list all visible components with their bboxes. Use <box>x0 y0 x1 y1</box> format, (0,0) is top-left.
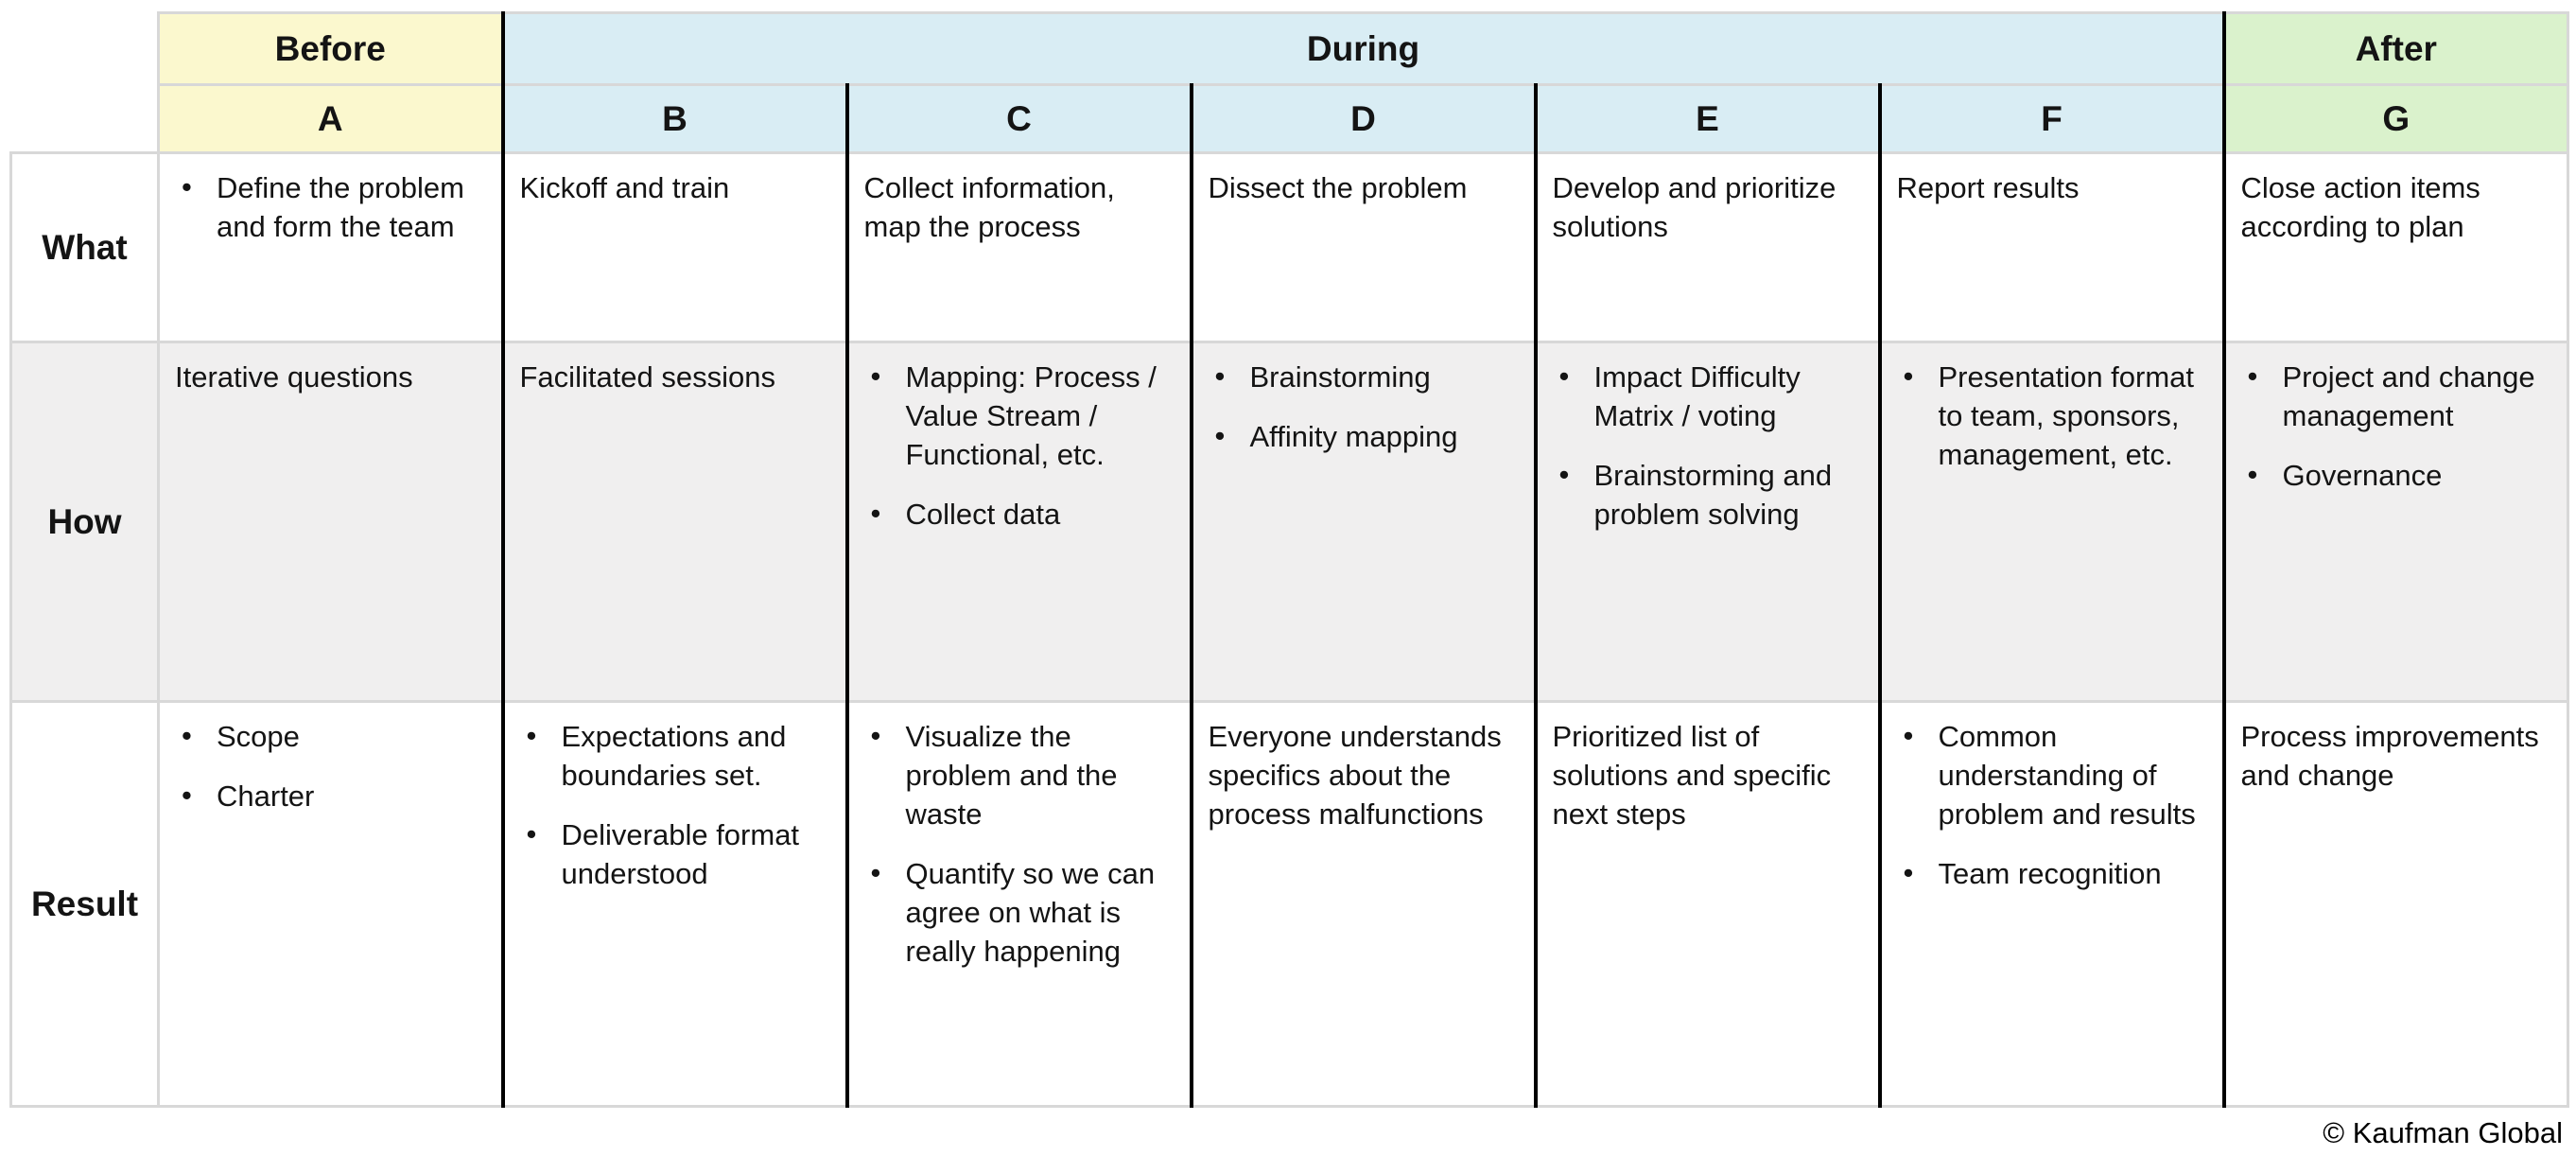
text-item: Prioritized list of solutions and specif… <box>1552 720 1832 831</box>
cell-result-b: Expectations and boundaries set. Delivera… <box>500 700 847 1108</box>
column-header-g: G <box>2221 83 2569 154</box>
copyright-text: © Kaufman Global <box>2323 1116 2563 1149</box>
cell-how-b: Facilitated sessions <box>500 341 847 703</box>
cell-what-f: Report results <box>1877 151 2224 343</box>
bullet-item: Expectations and boundaries set. <box>520 717 828 796</box>
cell-result-g: Process improvements and change <box>2221 700 2569 1108</box>
row-label-how: How <box>9 341 160 703</box>
text-item: Close action items according to plan <box>2240 171 2480 243</box>
bullet-item: Scope <box>175 717 484 757</box>
corner-spacer <box>10 12 159 85</box>
table-row-how: How Iterative questions Facilitated sessio… <box>9 341 2569 703</box>
bullet-item: Visualize the problem and the waste <box>864 717 1173 834</box>
bullet-item: Mapping: Process / Value Stream / Functi… <box>864 358 1173 475</box>
cell-what-e: Develop and prioritize solutions <box>1533 151 1880 343</box>
text-item: Report results <box>1896 171 2080 204</box>
text-item: Kickoff and train <box>519 171 730 204</box>
text-item: Process improvements and change <box>2240 720 2539 792</box>
cell-what-g: Close action items according to plan <box>2221 151 2569 343</box>
cell-how-d: BrainstormingAffinity mapping <box>1189 341 1536 703</box>
bullet-item: Deliverable format understood <box>520 815 828 894</box>
bullet-item: Presentation format to team, sponsors, m… <box>1897 358 2205 475</box>
phase-header-after: After <box>2221 11 2569 86</box>
column-header-b: B <box>500 83 847 154</box>
cell-result-e: Prioritized list of solutions and specif… <box>1533 700 1880 1108</box>
text-item: Everyone understands specifics about the… <box>1208 720 1502 831</box>
column-header-a: A <box>157 83 503 154</box>
column-header-e: E <box>1533 83 1880 154</box>
process-table: Before During After A B C D E F G WhatDe… <box>9 11 2569 1108</box>
letter-header-row: A B C D E F G <box>10 83 2569 154</box>
bullet-item: Charter <box>175 777 484 816</box>
column-header-c: C <box>844 83 1192 154</box>
cell-result-f: Common understanding of problem and resu… <box>1877 700 2224 1108</box>
text-item: Iterative questions <box>175 360 413 394</box>
text-item: Facilitated sessions <box>519 360 776 394</box>
cell-what-b: Kickoff and train <box>500 151 847 343</box>
phase-header-during: During <box>500 11 2224 86</box>
cell-how-g: Project and change managementGovernance <box>2221 341 2569 703</box>
table-row-what: WhatDefine the problem and form the team… <box>9 151 2569 343</box>
cell-how-c: Mapping: Process / Value Stream / Functi… <box>844 341 1192 703</box>
cell-result-c: Visualize the problem and the wasteQuant… <box>844 700 1192 1108</box>
bullet-item: Team recognition <box>1897 854 2205 894</box>
bullet-item: Brainstorming <box>1209 358 1517 397</box>
text-item: Dissect the problem <box>1208 171 1468 204</box>
table-row-result: ResultScopeCharterExpectations and bound… <box>9 700 2569 1108</box>
column-header-f: F <box>1877 83 2224 154</box>
cell-how-e: Impact Difficulty Matrix / votingBrainst… <box>1533 341 1880 703</box>
bullet-item: Define the problem and form the team <box>175 168 484 247</box>
cell-result-d: Everyone understands specifics about the… <box>1189 700 1536 1108</box>
cell-what-c: Collect information, map the process <box>844 151 1192 343</box>
process-table-body: Before During After A B C D E F G WhatDe… <box>9 11 2569 1108</box>
phase-header-row: Before During After <box>10 11 2569 86</box>
bullet-item: Collect data <box>864 495 1173 534</box>
text-item: Develop and prioritize solutions <box>1552 171 1836 243</box>
cell-how-f: Presentation format to team, sponsors, m… <box>1877 341 2224 703</box>
cell-result-a: ScopeCharter <box>157 700 503 1108</box>
bullet-item: Common understanding of problem and resu… <box>1897 717 2205 834</box>
phase-header-before: Before <box>157 11 503 86</box>
corner-spacer <box>10 84 159 153</box>
cell-what-a: Define the problem and form the team <box>157 151 503 343</box>
bullet-item: Quantify so we can agree on what is real… <box>864 854 1173 972</box>
row-label-what: What <box>9 151 160 343</box>
bullet-item: Governance <box>2241 456 2550 496</box>
column-header-d: D <box>1189 83 1536 154</box>
bullet-item: Impact Difficulty Matrix / voting <box>1553 358 1861 436</box>
bullet-item: Affinity mapping <box>1209 417 1517 457</box>
row-label-result: Result <box>9 700 160 1108</box>
cell-what-d: Dissect the problem <box>1189 151 1536 343</box>
text-item: Collect information, map the process <box>863 171 1115 243</box>
bullet-item: Project and change management <box>2241 358 2550 436</box>
cell-how-a: Iterative questions <box>157 341 503 703</box>
bullet-item: Brainstorming and problem solving <box>1553 456 1861 534</box>
